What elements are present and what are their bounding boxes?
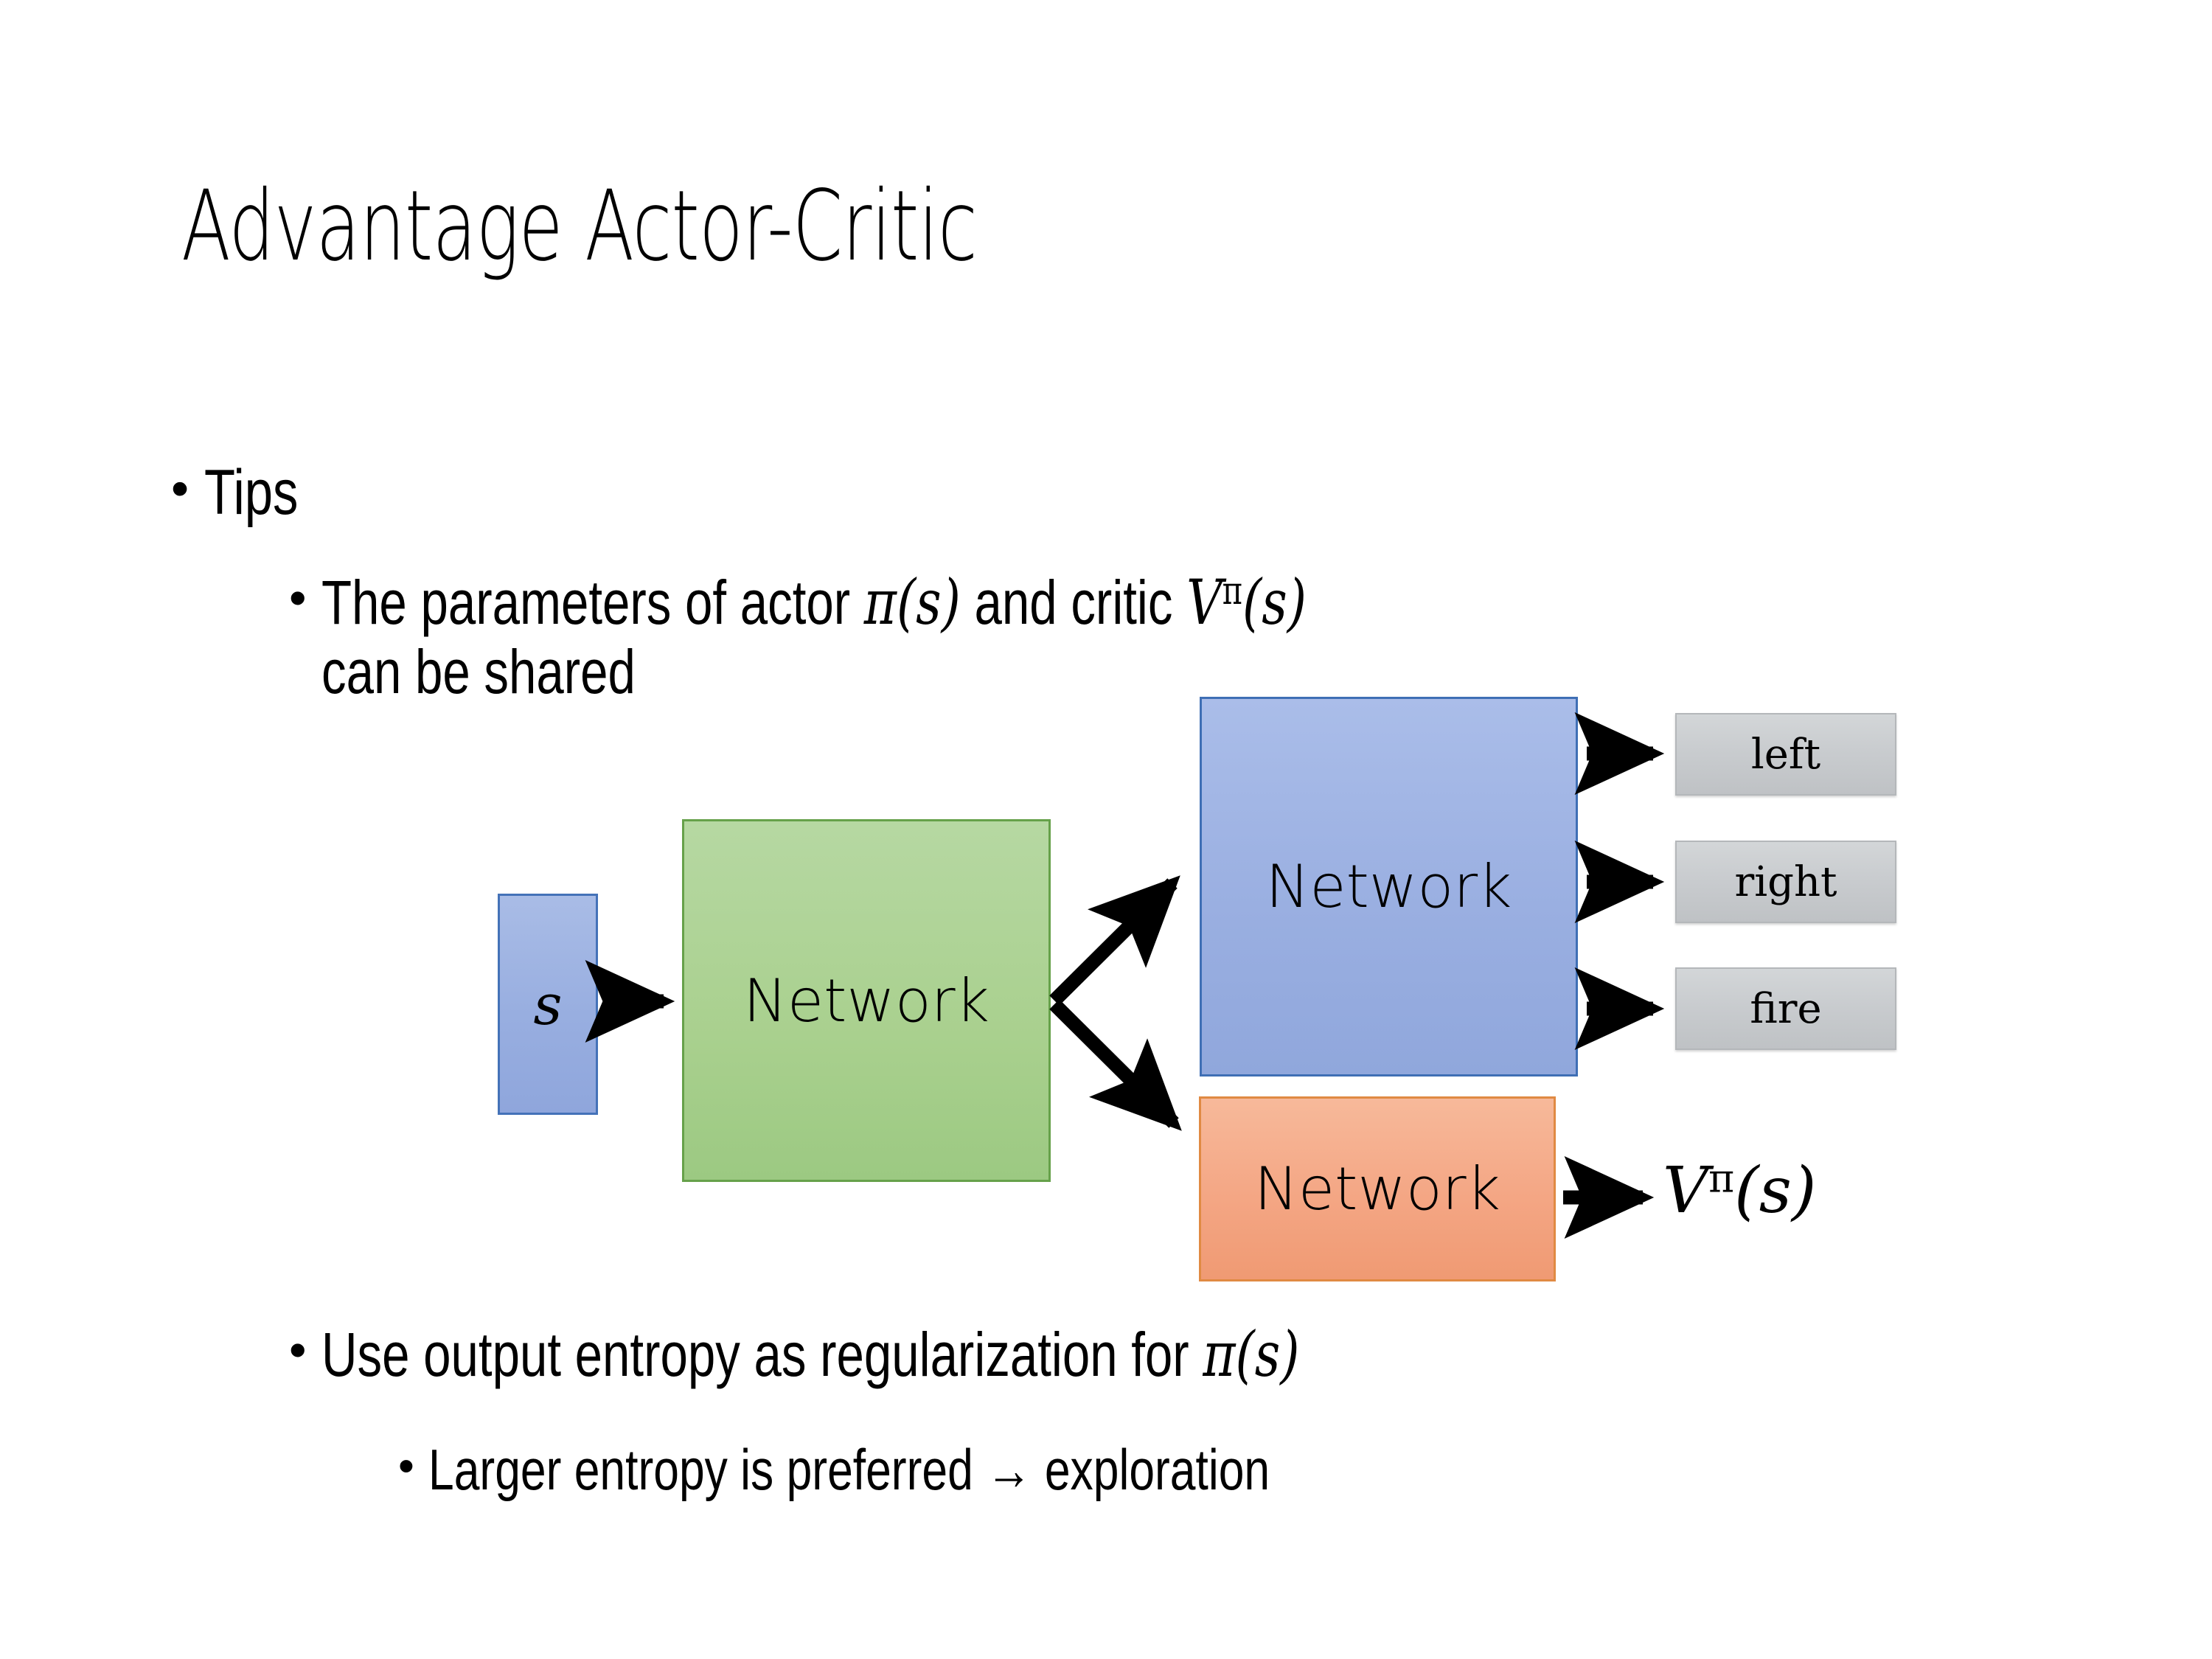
value-function-output: Vπ(s) <box>1663 1154 1816 1228</box>
bullet-marker-icon: • <box>289 1322 307 1378</box>
bullet-tips-label: Tips <box>204 457 299 528</box>
bullet-parameters-line2: can be shared <box>321 637 636 707</box>
shared-network-label: Network <box>742 966 990 1035</box>
value-v-superscript: π <box>1708 1155 1735 1202</box>
actor-network-box: Network <box>1200 697 1578 1077</box>
action-output-fire: fire <box>1675 967 1896 1050</box>
actor-network-label: Network <box>1265 852 1512 921</box>
bullet-tips: • Tips <box>171 457 321 528</box>
critic-network-label: Network <box>1253 1155 1501 1223</box>
bullet-marker-icon: • <box>398 1441 414 1492</box>
bullet-parameters: • The parameters of actor π(s) and criti… <box>289 568 2177 706</box>
value-v-symbol: V <box>1663 1154 1709 1228</box>
math-v-superscript: π <box>1222 568 1242 613</box>
math-pi-of-s: π(s) <box>863 566 961 639</box>
bullet-entropy-text: Use output entropy as regularization for <box>321 1320 1203 1389</box>
critic-network-box: Network <box>1199 1096 1556 1281</box>
action-label-fire: fire <box>1750 984 1822 1033</box>
action-output-right: right <box>1675 841 1896 923</box>
bullet-larger-entropy: • Larger entropy is preferred → explorat… <box>398 1437 2168 1502</box>
state-input-label: s <box>533 971 563 1037</box>
bullet-larger-entropy-label: Larger entropy is preferred → exploratio… <box>428 1437 1270 1502</box>
bullet-marker-icon: • <box>289 570 307 626</box>
action-label-left: left <box>1750 730 1821 779</box>
arrow-shared-to-actor <box>1049 875 1180 1006</box>
math-v-argument: (s) <box>1242 566 1307 639</box>
arrow-shared-to-critic <box>1049 999 1182 1131</box>
action-label-right: right <box>1734 858 1837 906</box>
action-output-left: left <box>1675 713 1896 796</box>
bullet-marker-icon: • <box>171 459 189 517</box>
bullet-parameters-text-pre: The parameters of actor <box>321 568 864 637</box>
shared-network-box: Network <box>682 819 1051 1182</box>
math-pi-of-s: π(s) <box>1203 1318 1300 1391</box>
math-v-symbol: V <box>1186 566 1222 639</box>
bullet-entropy: • Use output entropy as regularization f… <box>289 1320 2132 1389</box>
bullet-parameters-text-mid: and critic <box>960 568 1186 637</box>
page-title: Advantage Actor-Critic <box>181 170 978 283</box>
state-input-box: s <box>498 894 598 1115</box>
math-v-pi-of-s: Vπ(s) <box>1186 566 1307 639</box>
value-v-argument: (s) <box>1734 1154 1817 1228</box>
